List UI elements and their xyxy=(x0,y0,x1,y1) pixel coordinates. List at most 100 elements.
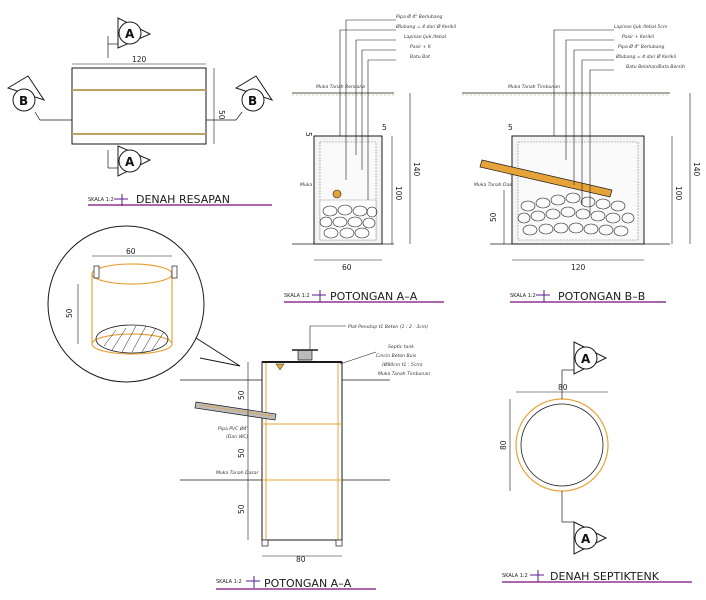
tank-foot xyxy=(335,539,343,547)
stones xyxy=(319,204,378,239)
marker-letter: A xyxy=(581,532,591,546)
marker-leader xyxy=(206,111,243,121)
dim-5: 5 xyxy=(508,123,513,132)
dim-top: 80 xyxy=(558,383,568,392)
tank-foot xyxy=(261,539,269,547)
detail-pointer xyxy=(195,337,241,367)
scale-label: SKALA 1:2 xyxy=(510,293,536,299)
inlet-pipe-core xyxy=(199,404,273,417)
ring-inner xyxy=(520,403,604,487)
section-marker-a-top: A xyxy=(562,341,608,375)
pipe-label-line: (Dari WC) xyxy=(226,434,249,440)
marker-letter: A xyxy=(125,27,135,41)
dim-5b: 5 xyxy=(382,123,387,132)
tank-outline xyxy=(261,361,343,541)
inlet-pipe xyxy=(194,401,277,421)
note-item: Batu Bat xyxy=(410,54,430,60)
section-marker-a-bottom: A xyxy=(562,521,608,555)
scale-label: SKALA 1:2 xyxy=(88,197,114,203)
pipe-section xyxy=(332,189,342,199)
section-marker-b-left: B xyxy=(6,75,72,121)
marker-letter: B xyxy=(248,94,257,108)
pit-fill xyxy=(517,141,639,241)
pipe-label-line: Pipa PVC Ø4" xyxy=(218,425,248,432)
plan-outline xyxy=(71,67,207,145)
dim-top-label: 120 xyxy=(132,55,147,64)
marker-circle xyxy=(12,88,36,112)
potongan-aa-bottom-view: Muka Tanah Dasar Plat Penutup t1 Beton (… xyxy=(180,324,430,590)
marker-circle xyxy=(241,88,265,112)
note-item: Muka Tanah Timbunan xyxy=(378,371,430,377)
stones xyxy=(517,192,635,237)
dim-50a: 50 xyxy=(237,390,246,400)
marker-circle xyxy=(118,149,142,173)
marker-letter: A xyxy=(125,155,135,169)
marker-letter: B xyxy=(19,94,28,108)
note-item: Ølubang = 4 dari Ø Kerikil xyxy=(395,23,457,30)
marker-circle xyxy=(118,21,142,45)
dim-right-label: 50 xyxy=(217,110,226,120)
title-potongan-aa-bottom: SKALA 1:2 POTONGAN A–A xyxy=(216,576,376,590)
ring-base xyxy=(95,324,169,354)
potongan-bb-view: Muka Tanah Timbunan Muka Tanah Dasar Lap… xyxy=(462,24,701,303)
dim-50: 50 xyxy=(489,212,498,222)
notes-list: Pipa Ø 4" Berlubang Ølubang = 4 dari Ø K… xyxy=(395,13,457,60)
scale-label: SKALA 1:2 xyxy=(216,579,242,585)
title-denah-resapan: SKALA 1:2 DENAH RESAPAN xyxy=(88,193,272,206)
ring-outer xyxy=(515,398,609,492)
section-marker-a-top: A xyxy=(108,17,152,49)
dim-left: 80 xyxy=(499,440,508,450)
dim-left: 50 xyxy=(65,308,74,318)
stone-layer xyxy=(319,199,377,241)
note-item: Ølubang = 4 dari Ø Kerikil xyxy=(615,53,677,60)
potongan-aa-top-view: Muka Tanah Rencana Muka Tanah Dasar Pipa… xyxy=(284,13,457,303)
scale-label: SKALA 1:2 xyxy=(284,293,310,299)
note-item: Batu Belahan/Bata Bersih xyxy=(626,64,685,70)
dim-top: 60 xyxy=(126,247,136,256)
view-title: POTONGAN A–A xyxy=(330,290,418,303)
dim-bottom: 120 xyxy=(571,263,586,272)
ring-bottom xyxy=(91,333,173,355)
dim-100: 100 xyxy=(394,186,403,201)
inlet-pipe xyxy=(479,159,613,198)
ground-label: Muka Tanah Rencana xyxy=(316,84,365,90)
section-marker-b-right: B xyxy=(206,75,274,121)
notes-right: Septic tank Cincin Beton Buis (Ø80cm t1 … xyxy=(376,344,430,377)
notes-list: Lapisan Ijuk /tebal 5cm Pasir + Kerikil … xyxy=(614,24,685,70)
pipe-label: Pipa PVC Ø4" (Dari WC) xyxy=(218,425,249,440)
vent-pipe xyxy=(297,349,313,361)
note-item: Pipa Ø 4" Berlubang xyxy=(618,43,665,50)
scale-label: SKALA 1:2 xyxy=(502,573,528,579)
dim-5: 5 xyxy=(304,132,313,137)
dim-50c: 50 xyxy=(237,504,246,514)
dim-bottom: 60 xyxy=(342,263,352,272)
dim-bottom: 80 xyxy=(296,555,306,564)
note-item: Septic tank xyxy=(388,344,414,350)
note-leaders xyxy=(339,19,396,200)
note-item: Lapisan Ijuk /tebal 5cm xyxy=(614,24,668,30)
note-item: Pipa Ø 4" Berlubang xyxy=(396,13,443,20)
level-mark xyxy=(275,363,285,371)
title-potongan-aa-top: SKALA 1:2 POTONGAN A–A xyxy=(284,290,444,303)
title-denah-septiktenk: SKALA 1:2 DENAH SEPTIKTENK xyxy=(502,570,692,583)
marker-circle xyxy=(574,346,598,370)
view-title: POTONGAN B–B xyxy=(558,290,645,303)
note-item: Cincin Beton Buis xyxy=(376,353,417,359)
ground-label: Muka Tanah Dasar xyxy=(216,470,260,476)
water-label: Muka Tanah Dasar xyxy=(474,182,518,188)
marker-circle xyxy=(574,526,598,550)
dim-140: 140 xyxy=(692,162,701,177)
note-item: Pasir + K xyxy=(410,44,432,50)
dim-100: 100 xyxy=(674,186,683,201)
denah-resapan-view: 120 50 A A B B xyxy=(6,17,274,206)
note-item: (Ø80cm t1 : 5cm) xyxy=(382,361,423,368)
base-hatch xyxy=(103,325,165,353)
view-title: DENAH SEPTIKTENK xyxy=(550,570,660,583)
title-potongan-bb: SKALA 1:2 POTONGAN B–B xyxy=(510,290,666,303)
ground-label: Muka Tanah Timbunan xyxy=(508,84,560,90)
section-marker-a-bottom: A xyxy=(108,145,152,177)
ring-handle xyxy=(93,265,100,279)
marker-letter: A xyxy=(581,352,591,366)
detail-bubble: 60 50 xyxy=(47,225,241,383)
